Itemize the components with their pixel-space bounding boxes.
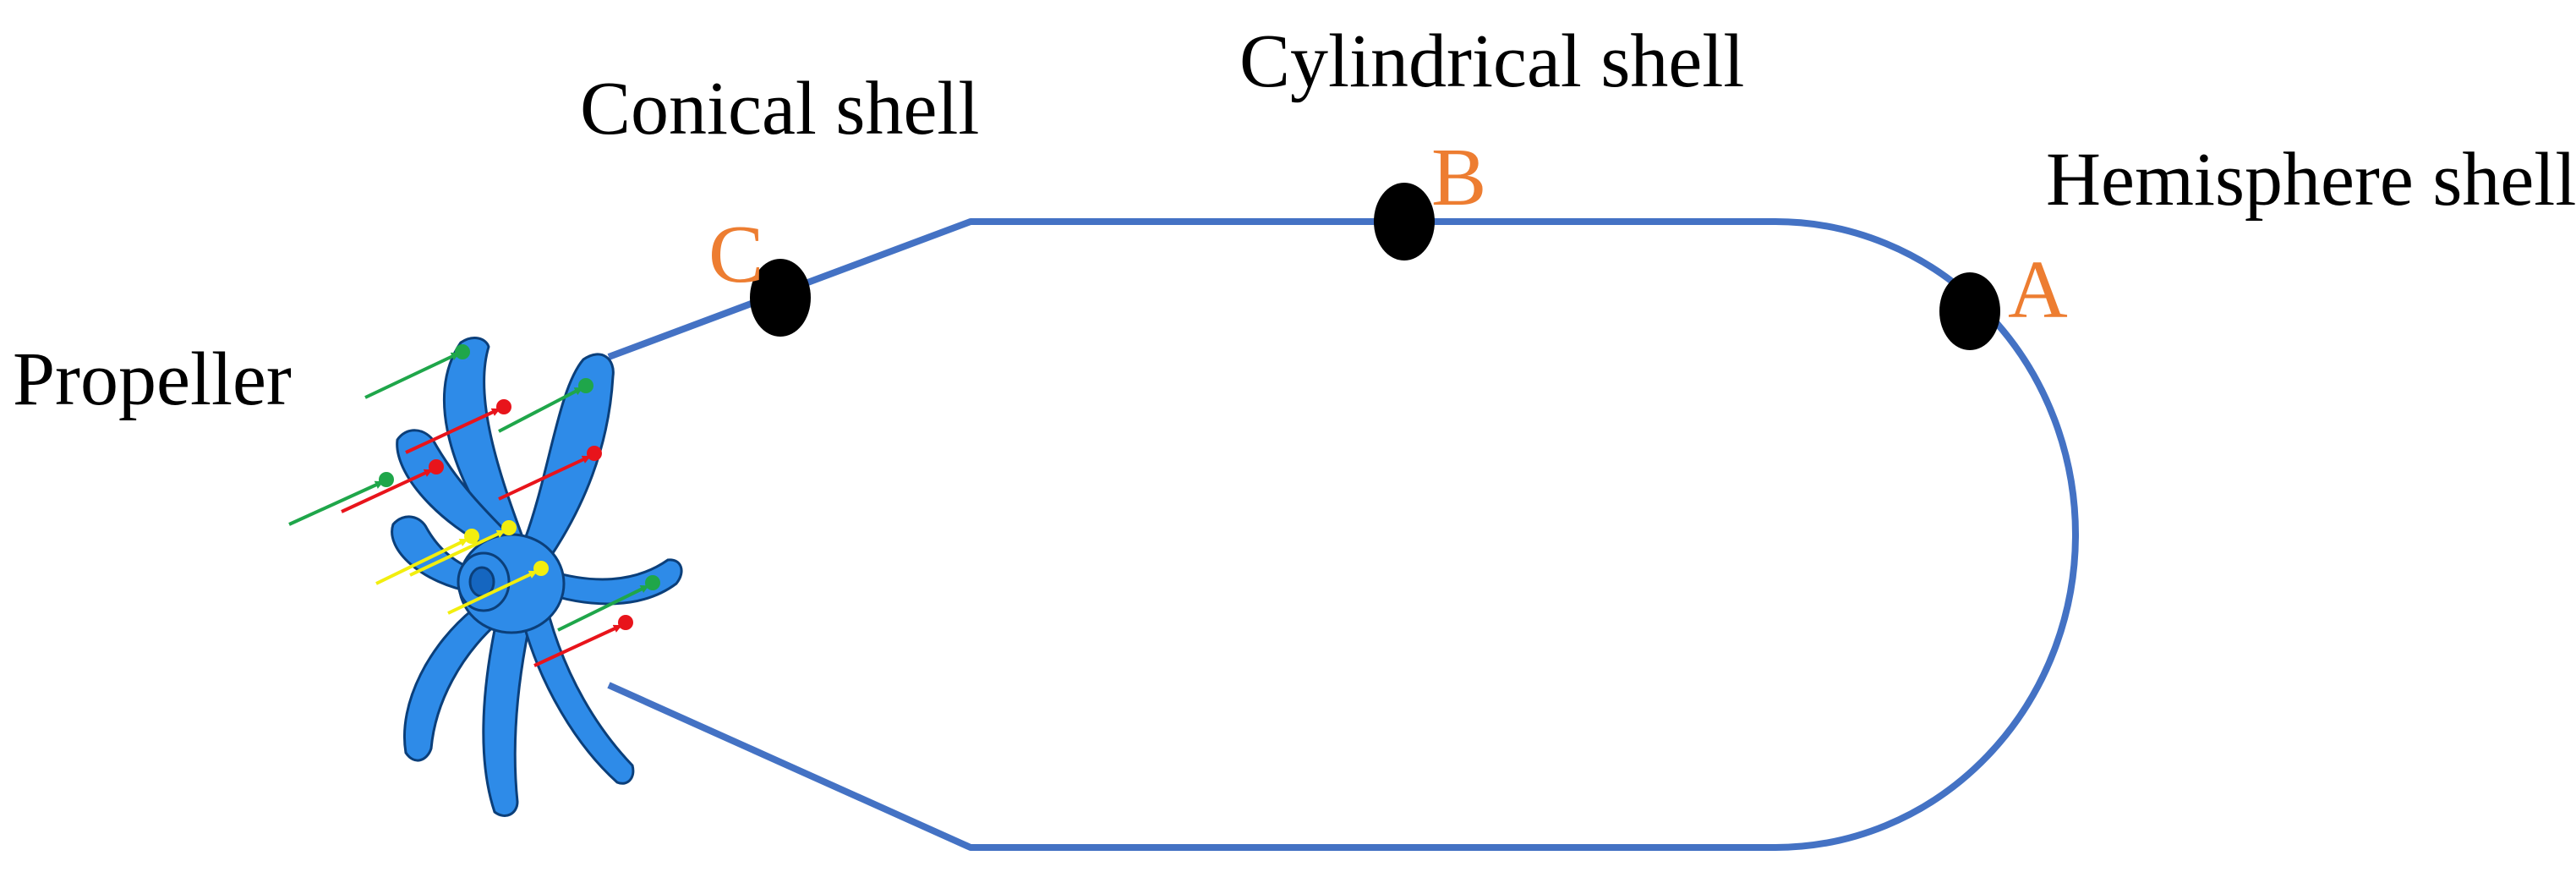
propeller-blade-top-right	[522, 353, 615, 561]
propeller-blade-lower-left	[403, 607, 501, 762]
point-b-label: B	[1431, 132, 1486, 223]
point-c-marker	[750, 259, 811, 337]
green-dot	[455, 344, 470, 359]
cylindrical-shell-label: Cylindrical shell	[1239, 19, 1744, 103]
yellow-arrow	[409, 529, 506, 577]
green-arrow	[364, 352, 460, 399]
red-dot	[429, 459, 444, 474]
conical-shell-label: Conical shell	[580, 67, 979, 151]
yellow-dot	[501, 520, 517, 535]
red-arrow	[341, 469, 433, 513]
red-arrow	[533, 624, 622, 667]
hemisphere-shell-label: Hemisphere shell	[2046, 138, 2576, 222]
red-dot	[587, 446, 602, 461]
force-arrows	[288, 344, 660, 667]
yellow-dot	[533, 561, 549, 576]
yellow-arrow	[447, 570, 538, 615]
point-b-marker	[1374, 183, 1435, 261]
green-dot	[379, 472, 394, 487]
propeller-blade-left	[396, 429, 518, 551]
point-c-label: C	[708, 209, 763, 300]
point-a-marker	[1939, 272, 2000, 350]
propeller-blade-top-left	[442, 337, 527, 543]
red-dot	[618, 615, 633, 630]
green-arrow	[498, 387, 583, 433]
propeller-label: Propeller	[13, 337, 292, 421]
red-arrow	[498, 455, 591, 501]
green-arrow	[288, 480, 384, 526]
green-dot	[578, 378, 593, 393]
green-dot	[645, 575, 660, 590]
propeller-blade-bottom	[482, 628, 530, 817]
green-arrow	[557, 584, 649, 632]
hull-outline	[607, 218, 2079, 851]
propeller-blade-bottom-right	[522, 616, 635, 785]
point-a-label: A	[2008, 244, 2068, 336]
red-arrow	[405, 408, 500, 454]
yellow-dot	[464, 529, 479, 544]
propeller-icon	[391, 337, 683, 817]
red-dot	[496, 399, 511, 414]
yellow-arrow	[375, 538, 468, 585]
